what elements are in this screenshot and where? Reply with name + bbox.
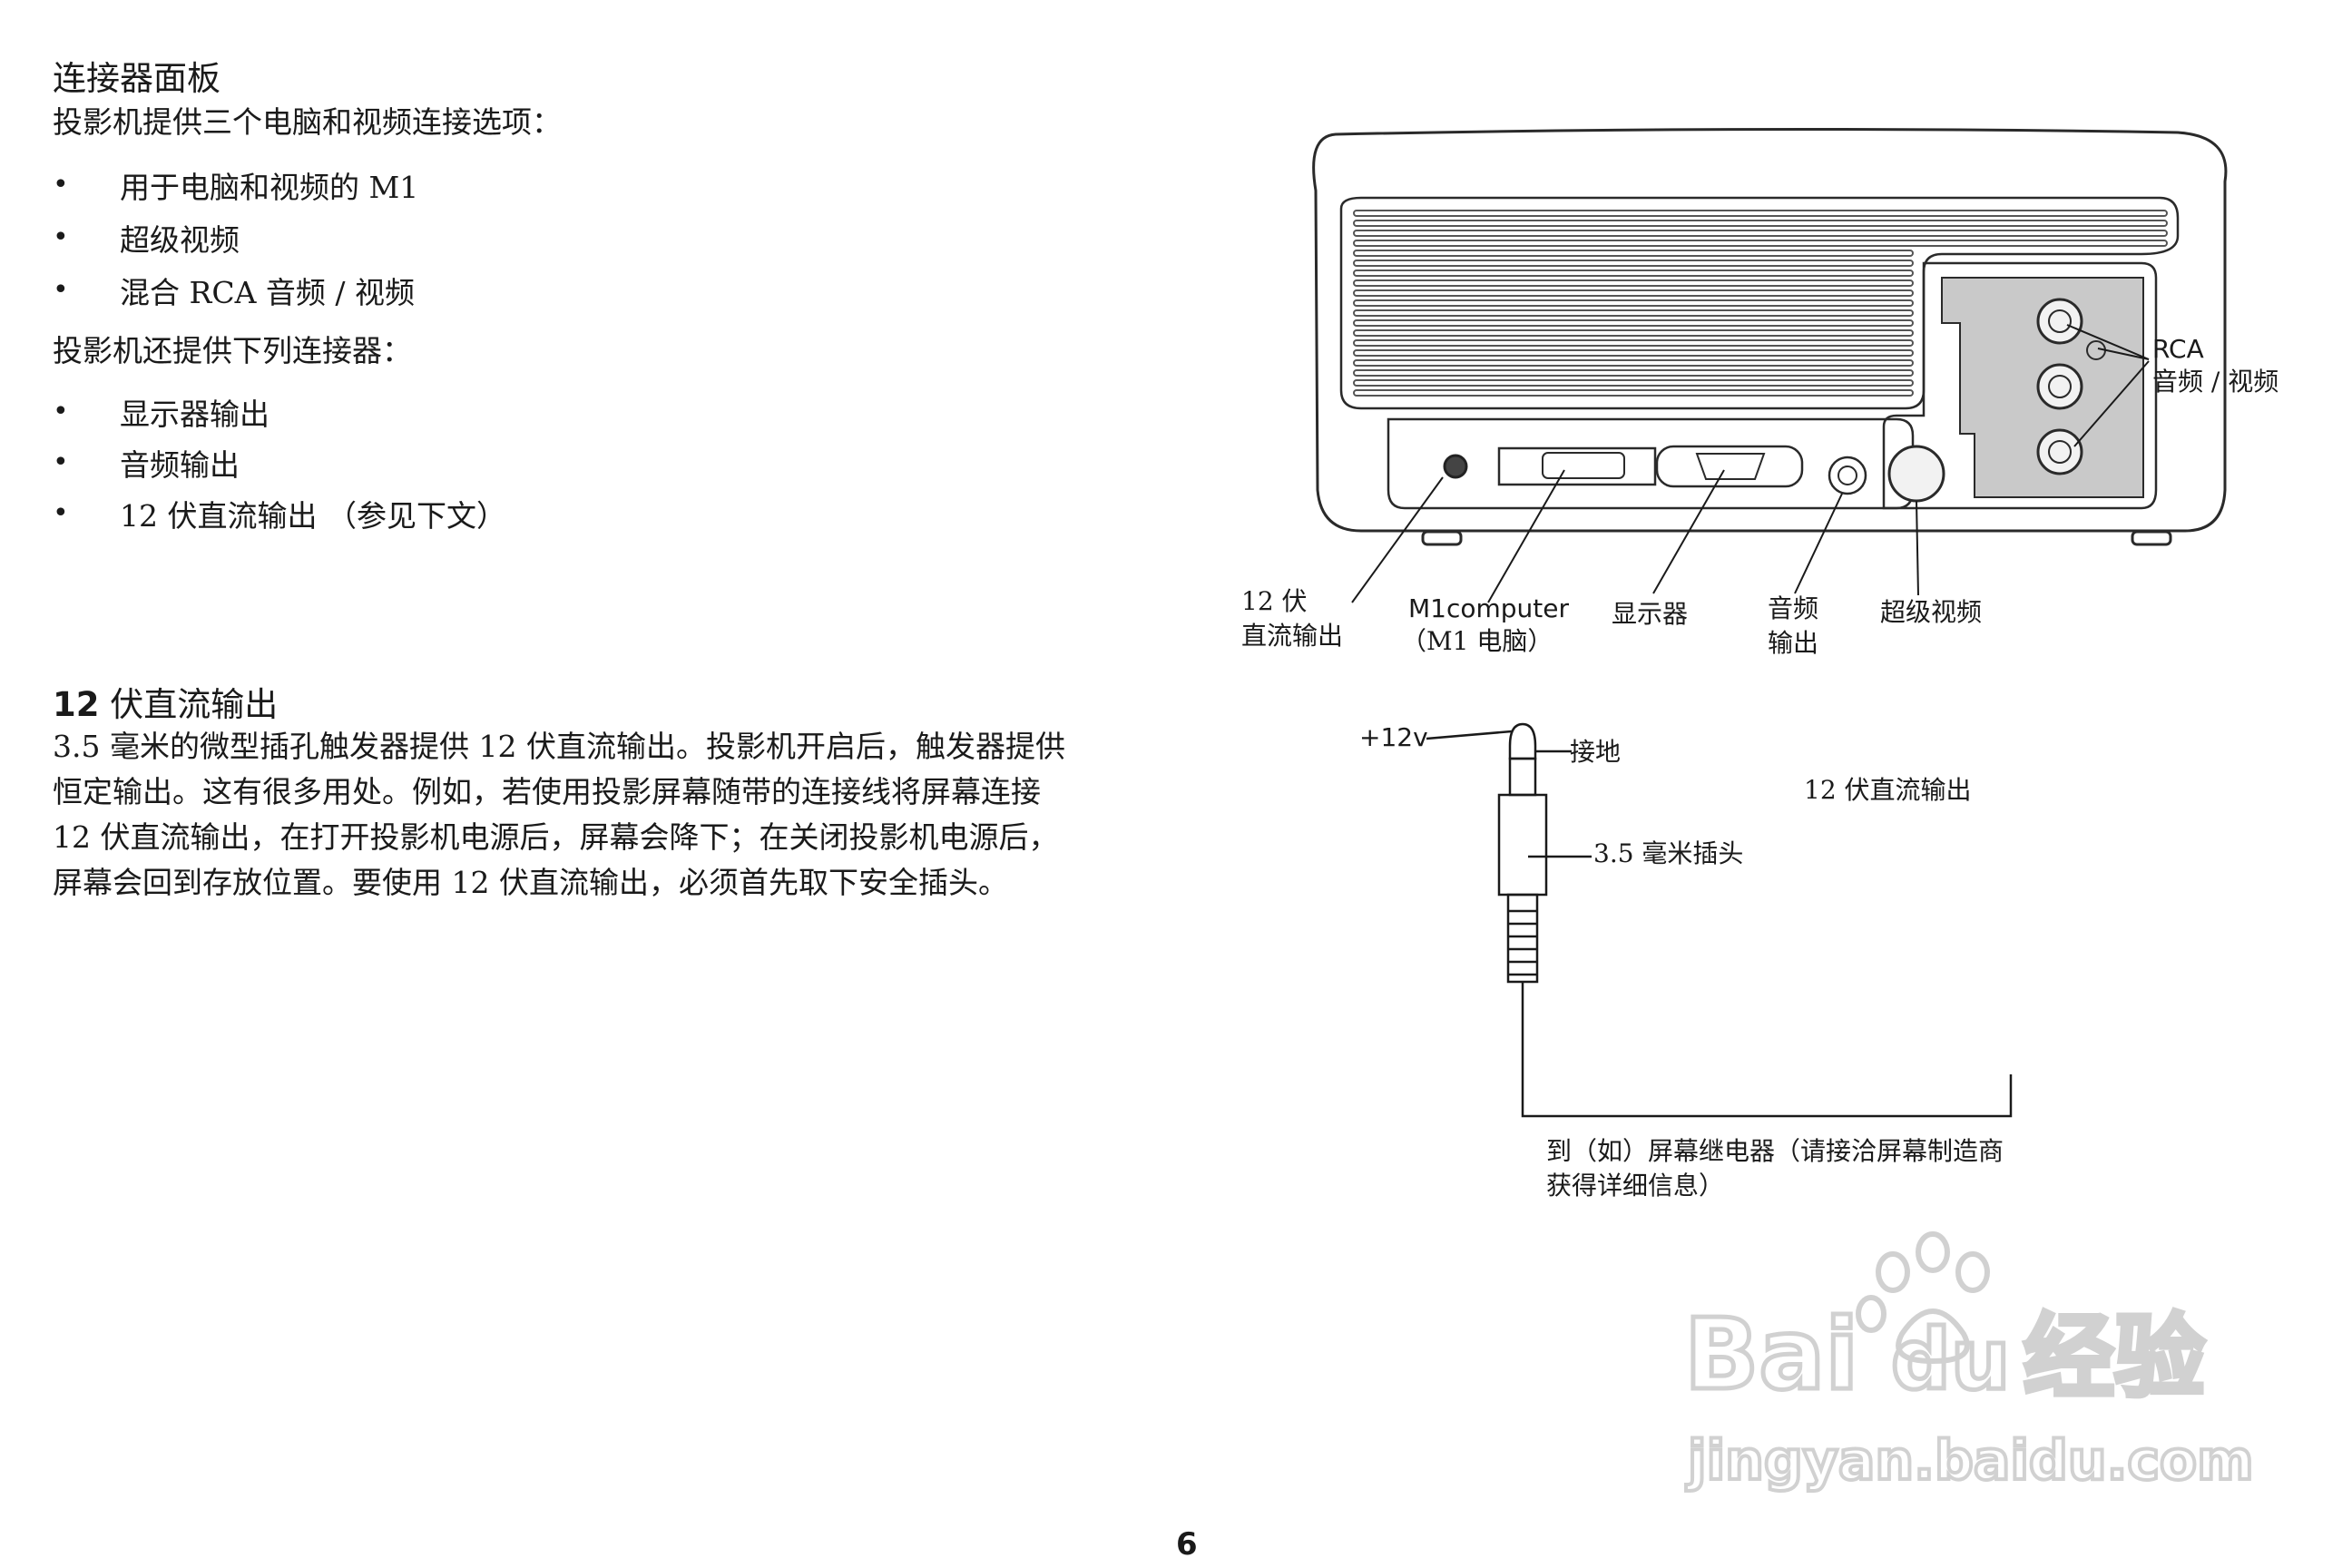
label-ground: 接地 bbox=[1570, 737, 1621, 767]
list-item: 显示器输出 bbox=[120, 397, 270, 432]
rca-jack-3 bbox=[2036, 428, 2083, 475]
list-item: 12 伏直流输出 （参见下文） bbox=[120, 498, 506, 534]
vga-port bbox=[1695, 453, 1766, 480]
label-12v: 12 伏 bbox=[1241, 586, 1308, 616]
m1-port bbox=[1542, 452, 1625, 479]
paragraph-line: 12 伏直流输出，在打开投影机电源后，屏幕会降下；在关闭投影机电源后， bbox=[53, 819, 1059, 855]
label-plus12v: +12v bbox=[1359, 722, 1428, 752]
leader-lines bbox=[1351, 324, 2150, 603]
vent-panel bbox=[1339, 196, 2180, 410]
label-3-5mm-plug: 3.5 毫米插头 bbox=[1593, 838, 1743, 868]
vent-slot bbox=[1353, 319, 1914, 327]
vent-slot bbox=[1353, 270, 1914, 277]
plug-sleeve bbox=[1497, 793, 1548, 897]
baidu-watermark: Bai du 经验 jingyan.baidu.com bbox=[1682, 1231, 2256, 1494]
also-text: 投影机还提供下列连接器： bbox=[53, 333, 412, 368]
label-12v-output: 直流输出 bbox=[1241, 621, 1343, 651]
label-audio-output: 输出 bbox=[1768, 628, 1818, 658]
list-item: 音频输出 bbox=[120, 447, 240, 483]
io-panel bbox=[1387, 417, 1915, 510]
watermark-brand-cn: 经验 bbox=[2024, 1304, 2205, 1410]
plug-illustration bbox=[1426, 722, 2013, 1118]
vent-slot bbox=[1353, 220, 2168, 227]
m1-port-plate bbox=[1497, 446, 1657, 486]
plug-cable bbox=[1521, 982, 2013, 1118]
bullet: • bbox=[53, 169, 69, 201]
list-item: 混合 RCA 音频 / 视频 bbox=[120, 275, 416, 310]
vent-slot bbox=[1353, 250, 1914, 257]
label-m1computer: M1computer bbox=[1408, 593, 1569, 623]
label-svideo: 超级视频 bbox=[1880, 597, 1982, 627]
label-relay-line1: 到（如）屏幕继电器（请接洽屏幕制造商 bbox=[1546, 1136, 2004, 1166]
projector-labels: RCA 音频 / 视频 12 伏 直流输出 M1computer （M1 电脑）… bbox=[1241, 334, 2278, 658]
watermark-url: jingyan.baidu.com bbox=[1686, 1429, 2254, 1493]
label-rca-av: 音频 / 视频 bbox=[2152, 367, 2278, 397]
vent-slot bbox=[1353, 289, 1914, 297]
bullet: • bbox=[53, 497, 69, 529]
bullet: • bbox=[53, 396, 69, 427]
plug-ring bbox=[1508, 757, 1537, 797]
vent-slot bbox=[1353, 240, 2168, 247]
watermark-brand: Bai bbox=[1684, 1298, 1858, 1412]
intro-text: 投影机提供三个电脑和视频连接选项： bbox=[53, 104, 562, 140]
vent-slot bbox=[1353, 309, 1914, 317]
watermark-brand-du: du bbox=[1891, 1311, 2010, 1408]
label-relay-line2: 获得详细信息） bbox=[1546, 1171, 1724, 1200]
dc-jack bbox=[1443, 454, 1468, 479]
plug-labels: +12v 接地 12 伏直流输出 3.5 毫米插头 到（如）屏幕继电器（请接洽屏… bbox=[1359, 722, 2004, 1200]
audio-jack-inner bbox=[1838, 466, 1857, 485]
title-text: 伏直流输出 bbox=[99, 685, 279, 724]
plug-handle bbox=[1506, 893, 1539, 984]
vent-slot bbox=[1353, 379, 1914, 387]
label-rca: RCA bbox=[2152, 334, 2204, 364]
vga-plate bbox=[1655, 445, 1804, 488]
projector-illustration bbox=[1312, 127, 2228, 546]
vent-slot bbox=[1353, 349, 1914, 357]
plug-tip bbox=[1508, 722, 1537, 760]
svideo-port bbox=[1887, 445, 1945, 503]
title-number: 12 bbox=[53, 685, 100, 724]
vent-slot bbox=[1353, 389, 1914, 397]
rca-jack-2 bbox=[2036, 363, 2083, 410]
vent-slot bbox=[1353, 299, 1914, 307]
vent-slot bbox=[1353, 279, 1914, 287]
section-title-connector-panel: 连接器面板 bbox=[53, 59, 220, 98]
vent-slots bbox=[1353, 210, 2168, 397]
section-title-12v: 12 伏直流输出 bbox=[53, 677, 278, 726]
list-item: 超级视频 bbox=[120, 222, 240, 258]
page-number: 6 bbox=[1176, 1526, 1198, 1563]
label-m1-cn: （M1 电脑） bbox=[1401, 626, 1553, 656]
vent-slot bbox=[1353, 260, 1914, 267]
vent-slot bbox=[1353, 329, 1914, 337]
plug-grip bbox=[1508, 909, 1537, 976]
paragraph-line: 屏幕会回到存放位置。要使用 12 伏直流输出，必须首先取下安全插头。 bbox=[53, 865, 1008, 900]
vent-slot bbox=[1353, 339, 1914, 347]
vent-slot bbox=[1353, 230, 2168, 237]
projector-body bbox=[1312, 127, 2228, 533]
bullet: • bbox=[53, 446, 69, 478]
audio-jack bbox=[1828, 456, 1867, 495]
av-panel bbox=[1882, 261, 2158, 510]
projector-foot bbox=[2131, 530, 2172, 546]
projector-foot bbox=[1421, 530, 1463, 546]
paw-logo bbox=[1856, 1231, 1990, 1365]
bullet: • bbox=[53, 274, 69, 306]
label-audio: 音频 bbox=[1768, 593, 1818, 623]
paragraph-line: 恒定输出。这有很多用处。例如，若使用投影屏幕随带的连接线将屏幕连接 bbox=[53, 774, 1041, 809]
label-12v-dc-output: 12 伏直流输出 bbox=[1804, 775, 1972, 805]
bullet: • bbox=[53, 221, 69, 253]
vent-slot bbox=[1353, 210, 2168, 217]
paragraph-line: 3.5 毫米的微型插孔触发器提供 12 伏直流输出。投影机开启后，触发器提供 bbox=[53, 729, 1065, 764]
label-monitor: 显示器 bbox=[1612, 599, 1688, 629]
vent-slot bbox=[1353, 359, 1914, 367]
rca-jack-1 bbox=[2036, 298, 2083, 345]
list-item: 用于电脑和视频的 M1 bbox=[120, 170, 419, 205]
vent-slot bbox=[1353, 369, 1914, 377]
body-paragraph: 3.5 毫米的微型插孔触发器提供 12 伏直流输出。投影机开启后，触发器提供 恒… bbox=[53, 724, 1151, 906]
